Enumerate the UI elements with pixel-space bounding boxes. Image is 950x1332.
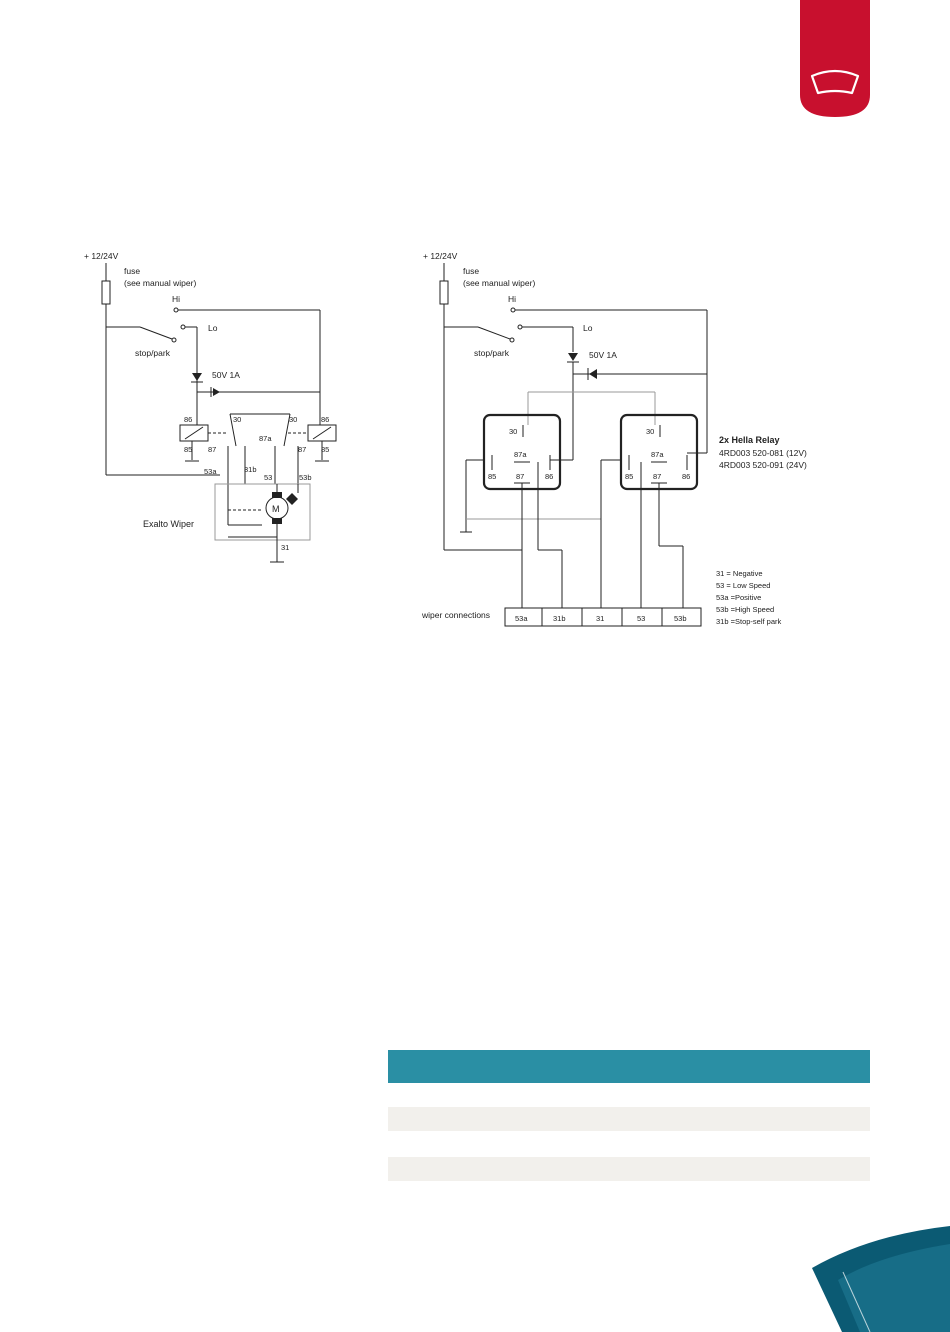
fuse-note: (see manual wiper) — [124, 278, 196, 288]
svg-text:Hi: Hi — [508, 294, 516, 304]
svg-text:31 = Negative: 31 = Negative — [716, 569, 763, 578]
svg-text:85: 85 — [625, 472, 633, 481]
svg-text:87: 87 — [208, 445, 216, 454]
relay-title: 2x Hella Relay — [719, 435, 780, 445]
relay-part-24v: 4RD003 520-091 (24V) — [719, 460, 807, 470]
svg-text:30: 30 — [289, 415, 297, 424]
svg-text:87: 87 — [298, 445, 306, 454]
supply-label: + 12/24V — [84, 251, 119, 261]
svg-text:30: 30 — [233, 415, 241, 424]
terminal-31: 31 — [596, 614, 604, 623]
wiper-connections-label: wiper connections — [421, 610, 490, 620]
terminal-53a: 53a — [515, 614, 528, 623]
svg-text:85: 85 — [321, 445, 329, 454]
svg-text:53a =Positive: 53a =Positive — [716, 593, 761, 602]
svg-text:87a: 87a — [259, 434, 272, 443]
windshield-wiper-icon — [810, 69, 860, 95]
table-row-shaded — [388, 1157, 870, 1181]
fuse-symbol — [101, 280, 111, 305]
svg-text:87a: 87a — [651, 450, 664, 459]
svg-text:85: 85 — [184, 445, 192, 454]
svg-text:53b =High Speed: 53b =High Speed — [716, 605, 774, 614]
svg-text:86: 86 — [184, 415, 192, 424]
svg-text:31b: 31b — [244, 465, 257, 474]
terminal-53: 53 — [637, 614, 645, 623]
terminal-53b: 53b — [674, 614, 687, 623]
svg-text:87: 87 — [516, 472, 524, 481]
svg-text:85: 85 — [488, 472, 496, 481]
brand-tab — [800, 0, 870, 117]
svg-text:53 = Low Speed: 53 = Low Speed — [716, 581, 770, 590]
terminal-31b: 31b — [553, 614, 566, 623]
diode-label: 50V 1A — [212, 370, 240, 380]
svg-text:86: 86 — [321, 415, 329, 424]
svg-text:30: 30 — [509, 427, 517, 436]
exalto-wiper-label: Exalto Wiper — [143, 519, 194, 529]
fuse-symbol-right — [439, 280, 449, 305]
terminal-block: 53a 31b 31 53 53b — [504, 607, 702, 627]
relay-part-12v: 4RD003 520-081 (12V) — [719, 448, 807, 458]
svg-text:87: 87 — [653, 472, 661, 481]
svg-text:stop/park: stop/park — [474, 348, 510, 358]
svg-text:31: 31 — [281, 543, 289, 552]
svg-text:fuse: fuse — [463, 266, 479, 276]
fuse-label: fuse — [124, 266, 140, 276]
svg-text:31b =Stop-self park: 31b =Stop-self park — [716, 617, 782, 626]
table-row-shaded — [388, 1107, 870, 1131]
supply-label-right: + 12/24V — [423, 251, 458, 261]
right-wiring-diagram: + 12/24V fuse (see manual wiper) Hi Lo s… — [421, 251, 807, 627]
svg-text:M: M — [272, 504, 280, 514]
svg-text:87a: 87a — [514, 450, 527, 459]
svg-text:53: 53 — [264, 473, 272, 482]
svg-text:86: 86 — [545, 472, 553, 481]
svg-text:Lo: Lo — [583, 323, 593, 333]
svg-text:53b: 53b — [299, 473, 312, 482]
wave-decoration — [812, 1226, 950, 1332]
svg-text:53a: 53a — [204, 467, 217, 476]
svg-text:(see manual wiper): (see manual wiper) — [463, 278, 535, 288]
hi-label: Hi — [172, 294, 180, 304]
lo-label: Lo — [208, 323, 218, 333]
stop-park-label: stop/park — [135, 348, 171, 358]
svg-text:50V 1A: 50V 1A — [589, 350, 617, 360]
terminal-legend: 31 = Negative 53 = Low Speed 53a =Positi… — [716, 569, 782, 626]
svg-text:30: 30 — [646, 427, 654, 436]
svg-text:86: 86 — [682, 472, 690, 481]
left-wiring-diagram: + 12/24V fuse (see manual wiper) Hi Lo s… — [84, 251, 337, 563]
exalto-wiper-box — [214, 483, 311, 541]
table-header-band — [388, 1050, 870, 1083]
